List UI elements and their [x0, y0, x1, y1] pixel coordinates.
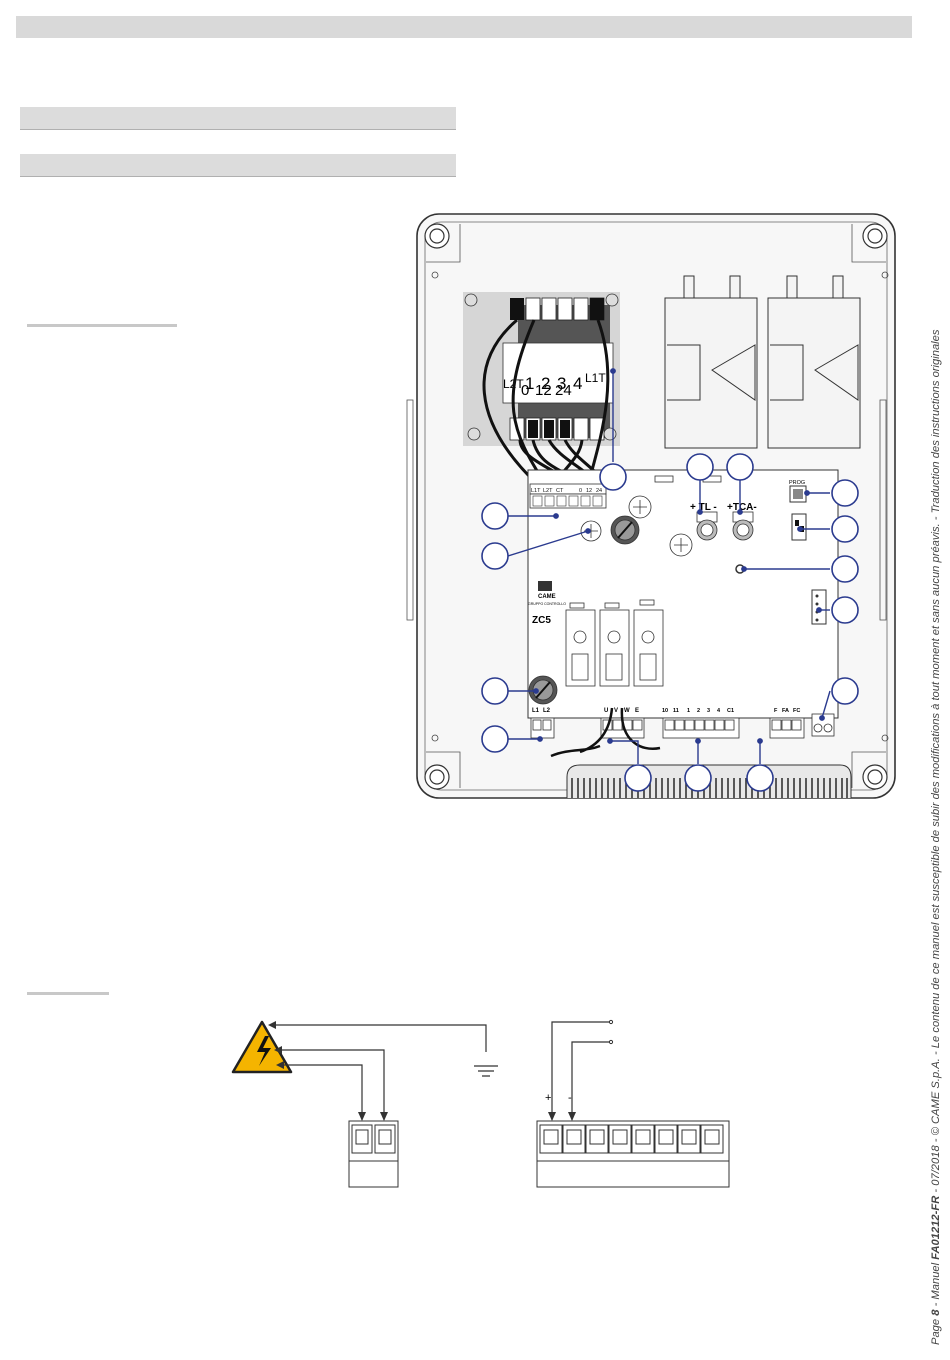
terminal-label-v: V	[614, 708, 618, 714]
terminal-label-u: U	[604, 708, 608, 714]
control-board: L1T L2T CT 0 12 24 + TL - +TCA	[527, 469, 839, 739]
terminal-label-c1-3: 3	[707, 708, 710, 714]
terminal-label-f: F	[774, 708, 778, 714]
trimmer-tl-label: + TL -	[690, 502, 717, 513]
brand-label: CAME	[538, 594, 556, 600]
line-supply-terminal	[348, 1120, 399, 1188]
terminal-label-24: 24	[596, 488, 602, 494]
terminal-label-c1-2: 2	[697, 708, 700, 714]
line-terminal-block	[530, 717, 555, 739]
terminal-label-l2: L2	[543, 708, 551, 714]
supply-minus-label: -	[568, 1092, 572, 1104]
control-supply-terminal	[536, 1120, 730, 1188]
manual-code: FA01212-FR	[930, 1195, 942, 1260]
model-label: ZC5	[532, 615, 551, 626]
terminal-label-fa: FA	[782, 708, 789, 714]
trimmer-tca-label: +TCA-	[727, 502, 757, 513]
callout-circles	[481, 453, 859, 792]
terminal-label-l1: L1	[532, 708, 540, 714]
terminal-label-c1-1: 1	[687, 708, 690, 714]
supply-plus-label: +	[545, 1092, 551, 1104]
section-title-bar-2	[20, 154, 456, 177]
footer-note: Page 8 - Manuel FA01212-FR - 07/2018 - ©…	[930, 330, 942, 1345]
transformer-terminal-l1t: L1T	[585, 371, 606, 385]
terminal-label-w: W	[624, 708, 630, 714]
mounting-holes	[424, 223, 888, 790]
transformer: L2T 1 2 3 4 L1T 0 12 24	[463, 292, 620, 446]
section-title-bar-1	[20, 107, 456, 130]
subsection-rule-1	[27, 324, 177, 327]
terminal-label-12: 12	[586, 488, 592, 494]
transformer-primary-12: 12	[535, 382, 552, 399]
page-number: 8	[930, 1309, 942, 1316]
terminal-label-e: E	[635, 708, 639, 714]
terminal-label-c1: C1	[727, 708, 734, 714]
terminal-label-0: 0	[579, 488, 582, 494]
manual-prefix: - Manuel	[930, 1259, 942, 1310]
transformer-primary-24: 24	[555, 382, 572, 399]
terminal-label-l1t: L1T	[531, 488, 541, 494]
relays	[664, 275, 861, 449]
subsection-rule-2	[27, 992, 109, 995]
power-supply-diagram: + -	[231, 1019, 730, 1188]
power-terminal-block: L1T L2T CT 0 12 24	[529, 483, 607, 509]
transformer-terminal-2: 2	[541, 374, 550, 393]
terminal-label-l2t: L2T	[543, 488, 553, 494]
transformer-terminal-4: 4	[573, 374, 582, 393]
page-header-bar	[16, 16, 912, 38]
page-prefix: Page	[930, 1315, 942, 1345]
brand-sub-label: GRUPPO CONTROLLO	[528, 602, 566, 606]
terminal-label-c1-4: 4	[717, 708, 721, 714]
transformer-terminal-1: 1	[525, 374, 534, 393]
terminal-label-ct: CT	[556, 488, 564, 494]
transformer-primary-0: 0	[521, 382, 529, 399]
callouts	[507, 368, 831, 764]
limit-terminal-block	[769, 717, 805, 739]
prog-label: PROG	[789, 480, 805, 486]
footer-rest: - 07/2018 - © CAME S.p.A. - Le contenu d…	[930, 329, 942, 1196]
antenna-terminal	[811, 713, 835, 737]
terminal-label-fc: FC	[793, 708, 800, 714]
terminal-label-11: 11	[673, 708, 679, 714]
transformer-terminal-3: 3	[557, 374, 566, 393]
terminal-label-10: 10	[662, 708, 668, 714]
control-terminal-block	[662, 717, 740, 739]
high-voltage-warning-icon	[231, 1020, 293, 1074]
encoder-connector	[811, 589, 827, 625]
